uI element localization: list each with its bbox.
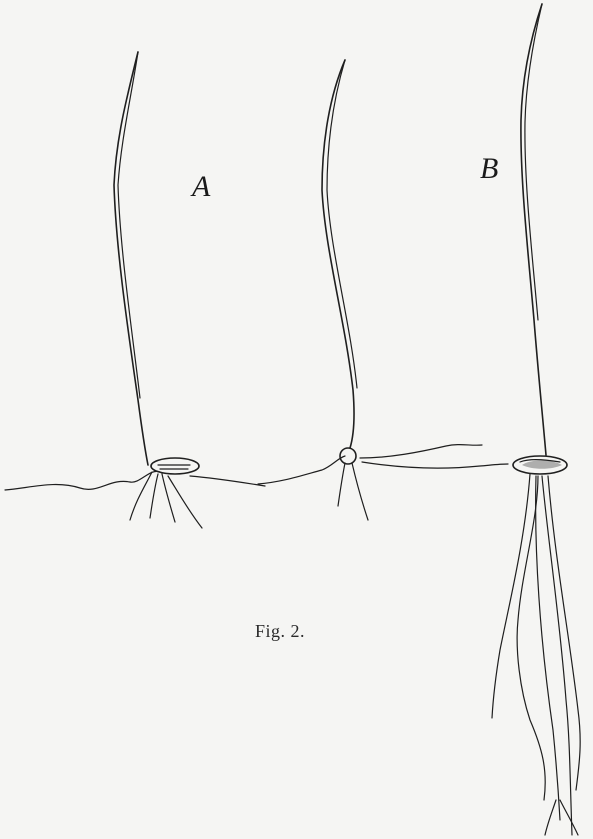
- seedling-a-label: A: [192, 170, 210, 204]
- seed-middle: [340, 448, 356, 464]
- seedling-middle: [258, 60, 508, 520]
- seedling-a: [5, 52, 265, 528]
- seedling-b: [492, 4, 580, 835]
- seedling-b-label: B: [480, 152, 498, 186]
- seed-a: [151, 458, 199, 474]
- figure-caption: Fig. 2.: [255, 621, 305, 642]
